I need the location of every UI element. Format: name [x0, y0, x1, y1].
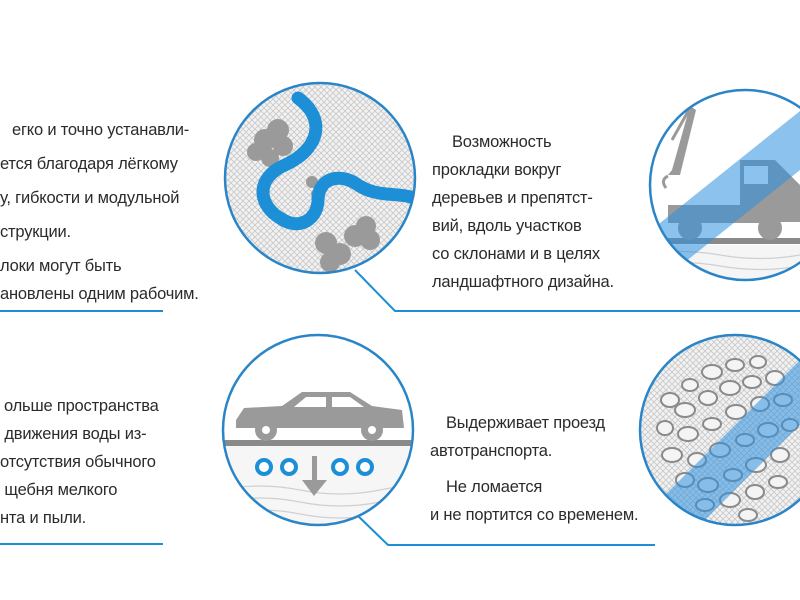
text-line: отсутствия обычного [0, 453, 156, 471]
text-line: ландшафтного дизайна. [432, 273, 614, 291]
text-line: автотранспорта. [430, 442, 553, 460]
winding-path-icon [223, 81, 417, 275]
tow-truck-icon [648, 88, 800, 282]
feature-installation-text: егко и точно устанавли- ется благодаря л… [0, 116, 199, 308]
text-line: у, гибкости и модульной [0, 189, 180, 207]
text-line: нта и пыли. [0, 509, 87, 527]
text-line: ется благодаря лёгкому [0, 155, 178, 173]
gravel-icon [638, 333, 800, 527]
text-line: деревьев и препятст- [432, 189, 593, 207]
text-line: вий, вдоль участков [432, 217, 582, 235]
feature-drainage-text: ольше пространства движения воды из- отс… [0, 392, 159, 532]
text-line: егко и точно устанавли- [12, 121, 190, 139]
text-line: Не ломается [446, 478, 543, 496]
connector-lines [0, 269, 800, 546]
feature-routing-text: Возможность прокладки вокруг деревьев и … [432, 128, 614, 296]
text-line: Возможность [452, 133, 552, 151]
text-line: локи могут быть [0, 257, 122, 275]
text-line: со склонами и в целях [432, 245, 600, 263]
text-line: щебня мелкого [0, 481, 118, 499]
feature-load-text: Выдерживает проезд автотранспорта. Не ло… [430, 409, 639, 529]
text-line: ановлены одним рабочим. [0, 285, 199, 303]
text-line: струкции. [0, 223, 71, 241]
text-line: Выдерживает проезд [446, 414, 605, 432]
car-drainage-icon [221, 333, 415, 527]
text-line: прокладки вокруг [432, 161, 562, 179]
text-line: движения воды из- [0, 425, 147, 443]
text-line: ольше пространства [4, 397, 159, 415]
text-line: и не портится со временем. [430, 506, 639, 524]
